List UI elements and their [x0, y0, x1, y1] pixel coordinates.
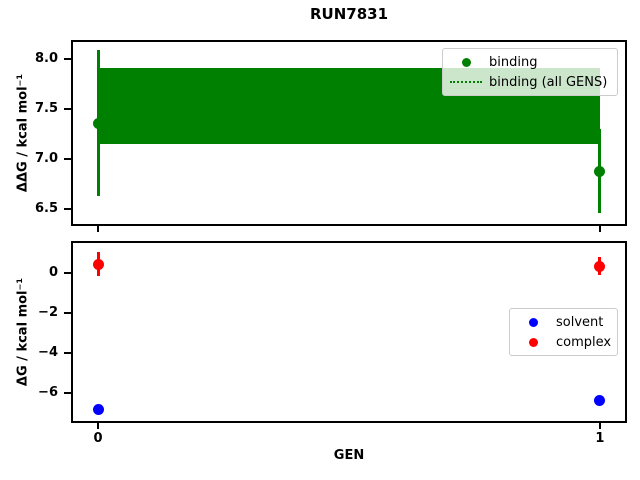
- plot-title: RUN7831: [309, 5, 389, 23]
- top-legend: binding binding (all GENS): [442, 48, 618, 96]
- y-tick: [64, 272, 71, 274]
- y-tick: [64, 158, 71, 160]
- solvent-data-point-gen1: [594, 394, 606, 406]
- binding-all-gens-dotted-line-icon: [450, 81, 482, 83]
- solvent-data-point-gen0: [92, 403, 104, 415]
- legend-item-binding-all-gens: binding (all GENS): [443, 72, 617, 92]
- y-tick-label: −4: [38, 345, 58, 360]
- legend-label-binding: binding: [489, 54, 538, 70]
- legend-label-binding-all-gens: binding (all GENS): [489, 74, 608, 90]
- x-tick: [97, 226, 100, 232]
- legend-item-solvent: solvent: [510, 312, 617, 332]
- y-tick: [64, 208, 71, 210]
- y-tick-label: 7.0: [34, 151, 58, 166]
- y-tick-label: 6.5: [34, 201, 58, 216]
- bottom-y-axis-label: ΔG / kcal mol⁻¹: [15, 277, 31, 387]
- y-tick: [64, 312, 71, 314]
- y-tick: [64, 108, 71, 110]
- x-tick-label: 0: [93, 431, 103, 446]
- bottom-legend: solvent complex: [509, 308, 618, 356]
- binding-dot-icon: [450, 57, 482, 67]
- complex-data-point-gen1: [594, 260, 606, 272]
- y-tick-label: −2: [38, 305, 58, 320]
- complex-data-point-gen0: [92, 258, 104, 270]
- legend-label-solvent: solvent: [556, 314, 604, 330]
- y-tick: [64, 58, 71, 60]
- legend-item-binding: binding: [443, 52, 617, 72]
- y-tick: [64, 352, 71, 354]
- y-tick-label: 7.5: [34, 101, 58, 116]
- legend-item-complex: complex: [510, 332, 617, 352]
- x-tick: [598, 423, 601, 429]
- complex-dot-icon: [517, 337, 549, 347]
- x-tick: [598, 226, 601, 232]
- y-tick-label: 8.0: [34, 51, 58, 66]
- binding-data-point-gen1: [594, 165, 606, 177]
- x-axis-label: GEN: [333, 448, 365, 463]
- x-tick-label: 1: [595, 431, 605, 446]
- y-tick-label: −6: [38, 385, 58, 400]
- legend-label-complex: complex: [556, 334, 612, 350]
- solvent-dot-icon: [517, 317, 549, 327]
- y-tick: [64, 392, 71, 394]
- top-y-axis-label: ΔΔG / kcal mol⁻¹: [15, 73, 31, 193]
- y-tick-label: 0: [48, 265, 58, 280]
- binding-data-point-gen0: [92, 117, 104, 129]
- x-tick: [97, 423, 100, 429]
